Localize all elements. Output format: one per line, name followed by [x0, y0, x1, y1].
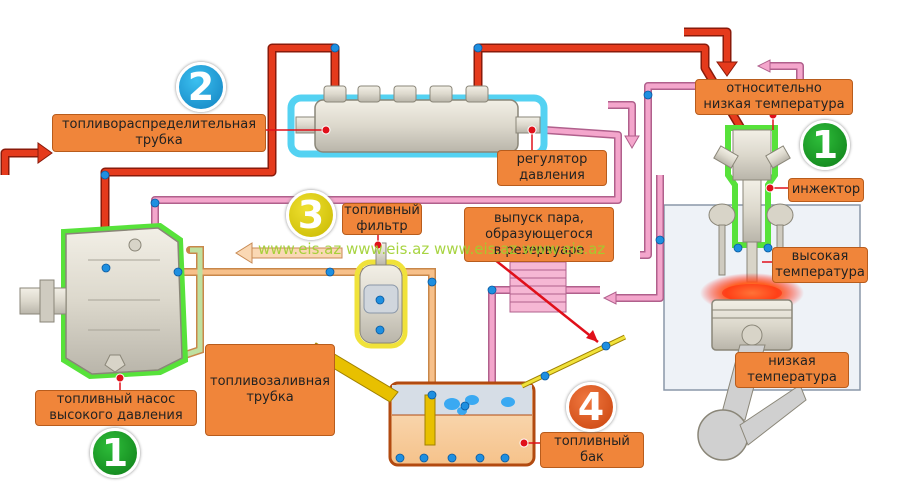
label-vapor-release: выпуск пара, образующегося в резервуаре — [464, 207, 614, 262]
fuel-rail — [287, 85, 548, 158]
badge-number-1-pump: 1 — [90, 428, 140, 478]
connector-dots — [100, 43, 773, 463]
high-pressure-pump — [19, 222, 189, 380]
label-fuel-rail: топливораспределительная трубка — [52, 114, 266, 152]
label-high-pressure-pump: топливный насос высокого давления — [35, 390, 197, 426]
badge-number-3-filter: 3 — [286, 190, 336, 240]
badge-number-4-tank: 4 — [566, 382, 616, 432]
label-low-temperature: низкая температура — [735, 352, 849, 388]
vapor-outlet-arrow — [235, 242, 343, 264]
label-pressure-regulator: регулятор давления — [497, 150, 607, 186]
return-arrow — [624, 135, 640, 149]
vapor-heat-exchanger — [509, 261, 567, 313]
badge-number-2-rail: 2 — [176, 62, 226, 112]
high-pressure-arrow — [37, 142, 53, 164]
fuel-tank — [388, 381, 536, 467]
label-relatively-low-temperature: относительно низкая температура — [695, 79, 853, 115]
return-arrow — [602, 291, 617, 305]
label-high-temperature: высокая температура — [772, 247, 868, 283]
return-arrow — [756, 59, 771, 73]
watermark: www.eis.az www.eis.az www.eis.az www.eis… — [258, 240, 606, 258]
label-fuel-tank: топливный бак — [540, 432, 644, 468]
badge-number-1-injector: 1 — [800, 120, 850, 170]
label-fuel-filler-pipe: топливозаливная трубка — [205, 344, 335, 436]
label-injector: инжектор — [788, 178, 864, 202]
label-fuel-filter: топливный фильтр — [342, 203, 422, 235]
piston — [711, 299, 793, 351]
high-pressure-arrow — [716, 61, 738, 77]
